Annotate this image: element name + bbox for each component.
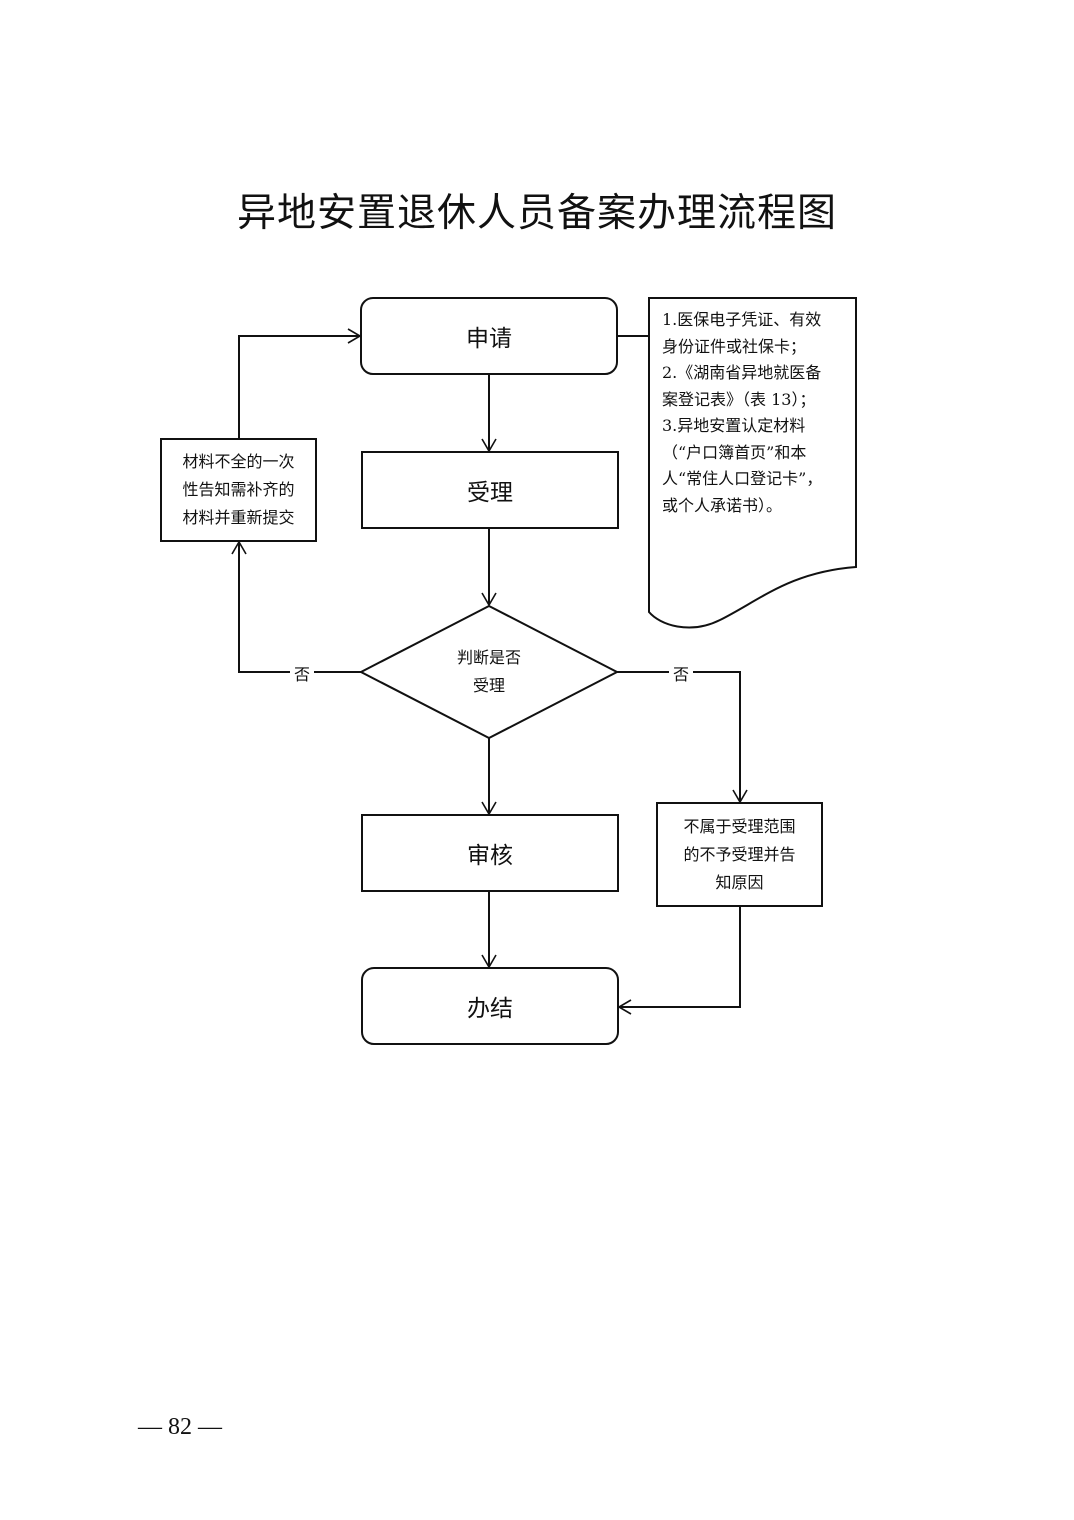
accept-label: 受理: [467, 480, 513, 506]
arrow-decision-incomplete: [231, 540, 361, 673]
page-number: — 82 —: [138, 1414, 222, 1440]
reject-line-2: 的不予受理并告: [683, 844, 796, 864]
note-line: 身份证件或社保卡；: [662, 336, 807, 356]
incomplete-line-1: 材料不全的一次: [182, 452, 295, 471]
note-line: 1.医保电子凭证、有效: [662, 310, 822, 329]
reject-label: 不属于受理范围 的不予受理并告 知原因: [657, 803, 822, 906]
review-label: 审核: [467, 843, 513, 869]
decision-label-line2: 受理: [472, 676, 505, 695]
arrow-reject-finish: [617, 906, 741, 1015]
note-line: 2.《湖南省异地就医备: [662, 363, 822, 382]
arrow-incomplete-apply: [238, 328, 362, 439]
note-line: 或个人承诺书）。: [662, 495, 783, 515]
finish-label: 办结: [467, 996, 513, 1022]
reject-line-1: 不属于受理范围: [683, 816, 796, 836]
page-title: 异地安置退休人员备案办理流程图: [236, 191, 837, 236]
right-no-label: 否: [669, 661, 694, 685]
apply-label: 申请: [466, 326, 512, 352]
reject-line-3: 知原因: [715, 872, 764, 892]
arrow-decision-reject: [617, 671, 748, 804]
left-no-label: 否: [290, 661, 315, 685]
note-line: 3.异地安置认定材料: [662, 416, 806, 435]
materials-note: 1.医保电子凭证、有效 身份证件或社保卡； 2.《湖南省异地就医备 案登记表》（…: [662, 307, 852, 519]
materials-document: [648, 297, 857, 629]
note-line: 人“常住人口登记卡”，: [662, 469, 823, 488]
note-line: 案登记表》（表 13）；: [662, 389, 816, 409]
decision-label-line1: 判断是否: [456, 648, 521, 667]
incomplete-label: 材料不全的一次 性告知需补齐的 材料并重新提交: [161, 439, 316, 541]
incomplete-line-2: 性告知需补齐的: [182, 480, 295, 499]
note-line: （“户口簿首页”和本: [662, 442, 807, 462]
incomplete-line-3: 材料并重新提交: [182, 508, 295, 527]
decision-label: 判断是否 受理: [400, 642, 578, 702]
